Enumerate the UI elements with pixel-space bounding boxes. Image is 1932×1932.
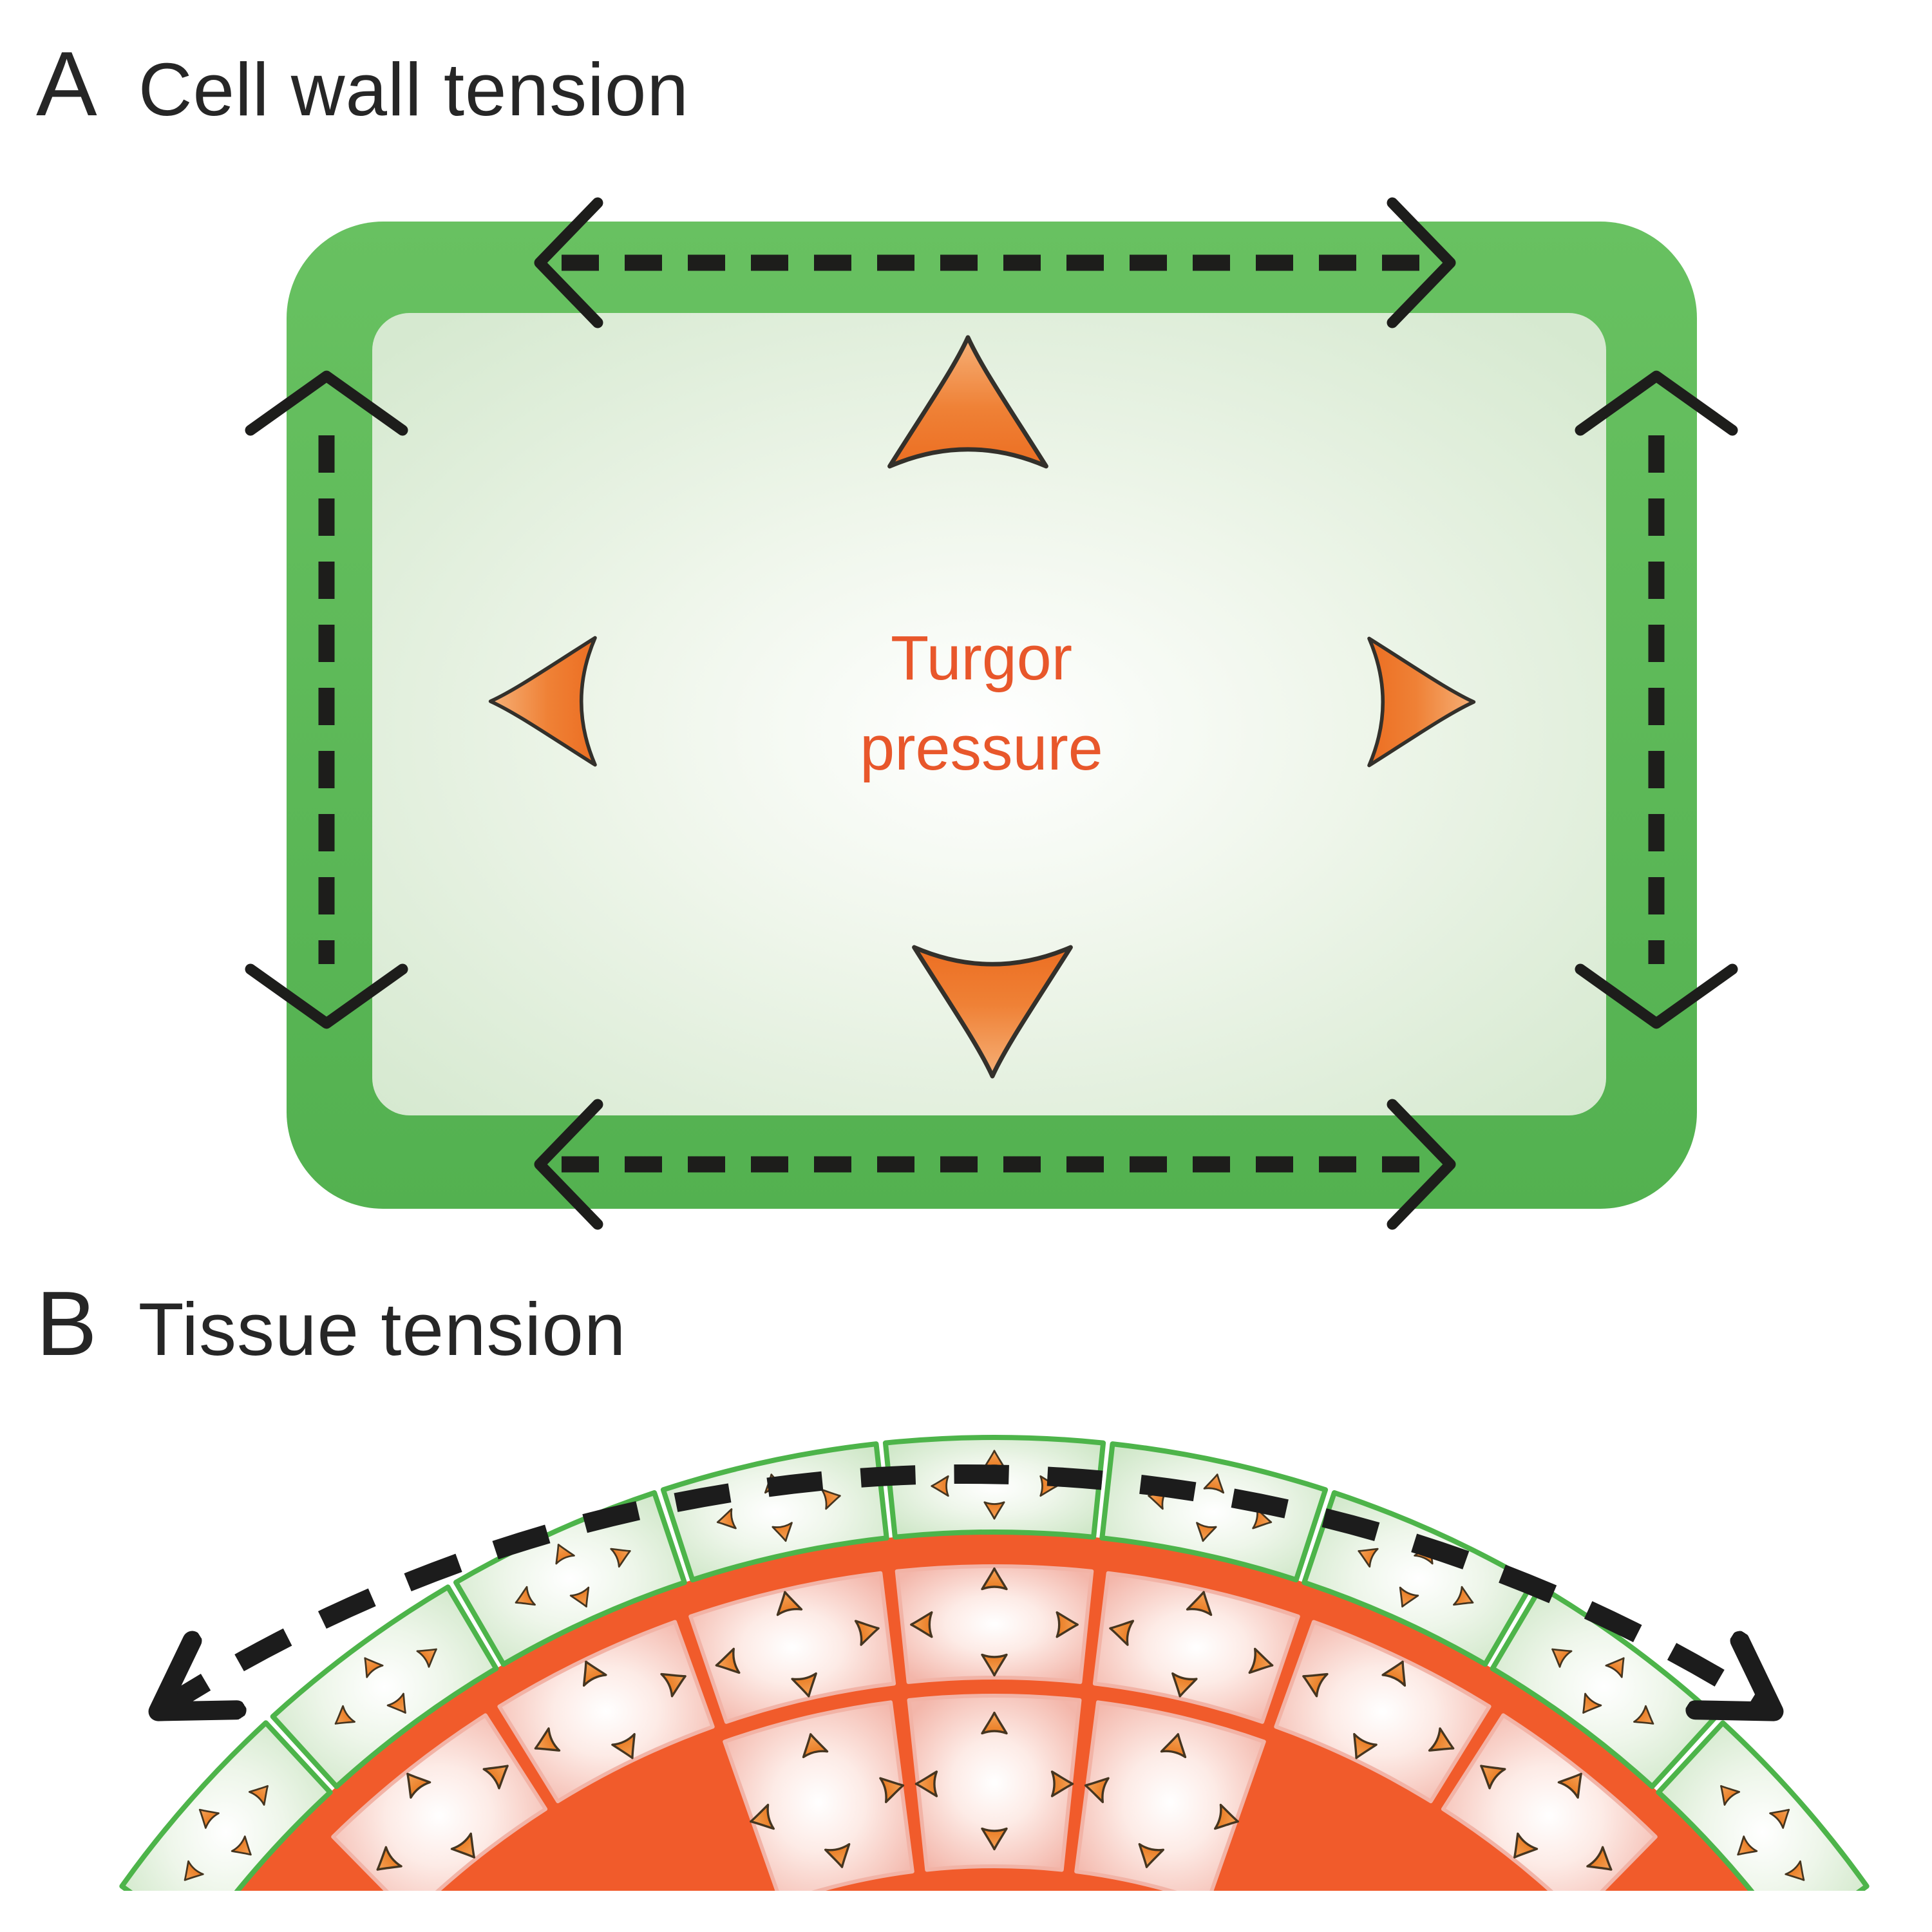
tissue-cell-epidermis [119,1720,333,1891]
chevron-left-icon [534,1099,603,1230]
chevron-down-icon [1575,963,1738,1029]
turgor-line1: Turgor [890,623,1073,693]
panel-b-letter: B [36,1273,97,1375]
chevron-up-icon [1575,370,1738,436]
chevron-left-icon [534,197,603,328]
tissue-tension-arc [159,1464,1773,1711]
panel-a-letter: A [36,33,97,135]
tissue-cell-epidermis [882,1434,1106,1540]
wall-tension-arrows [245,197,1738,1230]
chevron-right-icon [1387,197,1456,328]
turgor-line2: pressure [860,713,1103,783]
tissue-cell-epidermis [1656,1720,1870,1891]
panel-b-header: B Tissue tension [36,1278,626,1370]
chevron-down-icon [245,963,408,1029]
turgor-pressure-label: Turgor pressure [672,613,1291,793]
tissue-cell-epidermis [660,1441,889,1583]
panel-a-header: A Cell wall tension [36,39,689,130]
panel-b-tissue-diagram [119,1434,1870,1891]
panel-a-title: Cell wall tension [138,48,689,131]
chevron-right-icon [1387,1099,1456,1230]
chevron-up-icon [245,370,408,436]
panel-b-title: Tissue tension [138,1287,627,1371]
cell-interior [372,313,1606,1115]
panel-a-cell-diagram [245,197,1738,1230]
